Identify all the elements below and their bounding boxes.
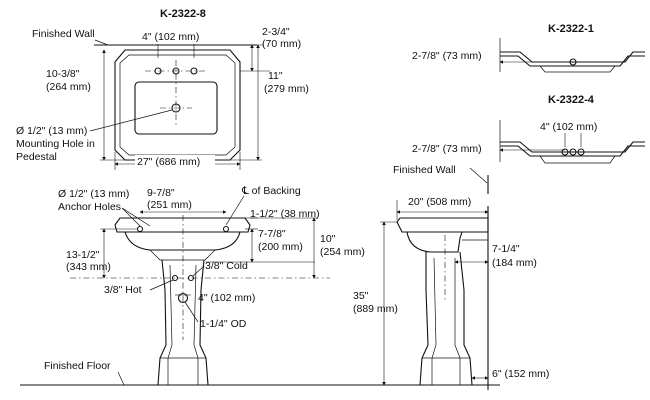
- side-height-mm: (889 mm): [353, 303, 398, 315]
- top-depth-mm: (264 mm): [46, 81, 91, 93]
- front-basin-bowl: [124, 231, 241, 251]
- front-backing-label: ℄ of Backing: [241, 185, 301, 197]
- front-view: Ø 1/2" (13 mm) Anchor Holes 9-7/8" (251 …: [20, 185, 380, 386]
- front-floor-label: Finished Floor: [44, 360, 111, 372]
- side-base-label: 6" (152 mm): [492, 368, 549, 380]
- front-anchor-hole-right: [222, 225, 230, 233]
- variant-1-model: K-2322-1: [548, 23, 594, 35]
- top-setback-label: 2-3/4": [262, 26, 290, 38]
- top-hole-label-3: Pedestal: [16, 151, 57, 163]
- top-spread-label: 4" (102 mm): [142, 31, 199, 43]
- side-trap-label: 7-1/4": [492, 243, 520, 255]
- variant-1-view: K-2322-1 2-7/8" (73 mm): [412, 23, 645, 73]
- variant-4-model: K-2322-4: [548, 94, 595, 106]
- top-basin-outline: [114, 49, 241, 161]
- variant-4-hole-left: [561, 148, 569, 156]
- top-hole-label-2: Mounting Hole in: [16, 138, 95, 150]
- top-depth-right-label: 11": [268, 70, 283, 82]
- side-basin-bowl: [406, 231, 463, 253]
- top-basin-inner-rim: [119, 54, 236, 156]
- variant-4-hole-center: [569, 148, 577, 156]
- front-anchor-height-mm: (343 mm): [66, 261, 111, 273]
- side-basin-rim: [396, 217, 489, 233]
- front-anchor-height-label: 13-1/2": [66, 249, 100, 261]
- variant-4-spread: 4" (102 mm): [540, 121, 597, 133]
- top-setback-mm: (70 mm): [262, 38, 301, 50]
- front-drain-hole: [177, 292, 189, 304]
- top-hole-label-1: Ø 1/2" (13 mm): [16, 125, 87, 137]
- front-centers-label: 9-7/8": [147, 187, 175, 199]
- front-cold-label: 3/8" Cold: [205, 260, 248, 272]
- top-faucet-hole-right: [190, 67, 198, 75]
- front-centers-mm: (251 mm): [147, 199, 192, 211]
- variant-4-dim: 2-7/8" (73 mm): [412, 143, 482, 155]
- front-anchor-label-2: Anchor Holes: [58, 201, 121, 213]
- side-depth-label: 20" (508 mm): [408, 196, 471, 208]
- side-height-label: 35": [353, 290, 369, 302]
- variant-4-hole-right: [577, 148, 585, 156]
- front-hot-label: 3/8" Hot: [104, 284, 142, 296]
- front-drop-label: 7-7/8": [258, 228, 286, 240]
- side-view: Finished Wall 20" (508 mm) 7-1/4" (184 m…: [353, 164, 549, 390]
- front-basin-rim: [114, 217, 251, 233]
- front-anchor-hole-left: [136, 225, 144, 233]
- front-rim-label: 10": [320, 233, 336, 245]
- top-view: K-2322-8 Finished Wall 4" (102 mm) 2-3/4…: [16, 8, 309, 170]
- front-top-offset-label: 1-1/2" (38 mm): [250, 208, 320, 220]
- variant-4-view: K-2322-4 4" (102 mm) 2-7/8" (73 mm): [412, 94, 645, 164]
- top-depth-label: 10-3/8": [46, 68, 80, 80]
- top-view-model: K-2322-8: [160, 8, 206, 20]
- variant-1-dim: 2-7/8" (73 mm): [412, 50, 482, 62]
- front-hot-supply: [171, 274, 179, 282]
- side-finished-wall-label: Finished Wall: [393, 164, 456, 176]
- side-trap-mm: (184 mm): [492, 257, 537, 269]
- front-drain-label: 1-1/4" OD: [200, 318, 247, 330]
- top-width-label: 27" (686 mm): [137, 156, 200, 168]
- top-wall-leader: [94, 39, 109, 46]
- front-supply-spread-label: 4" (102 mm): [198, 292, 255, 304]
- top-depth-right-mm: (279 mm): [264, 83, 309, 95]
- top-bowl: [134, 81, 218, 135]
- front-anchor-label-1: Ø 1/2" (13 mm): [58, 188, 129, 200]
- front-cold-supply: [187, 274, 195, 282]
- front-rim-mm: (254 mm): [320, 246, 365, 258]
- top-finished-wall-label: Finished Wall: [32, 28, 95, 40]
- front-drop-mm: (200 mm): [258, 241, 303, 253]
- side-pedestal: [419, 251, 473, 386]
